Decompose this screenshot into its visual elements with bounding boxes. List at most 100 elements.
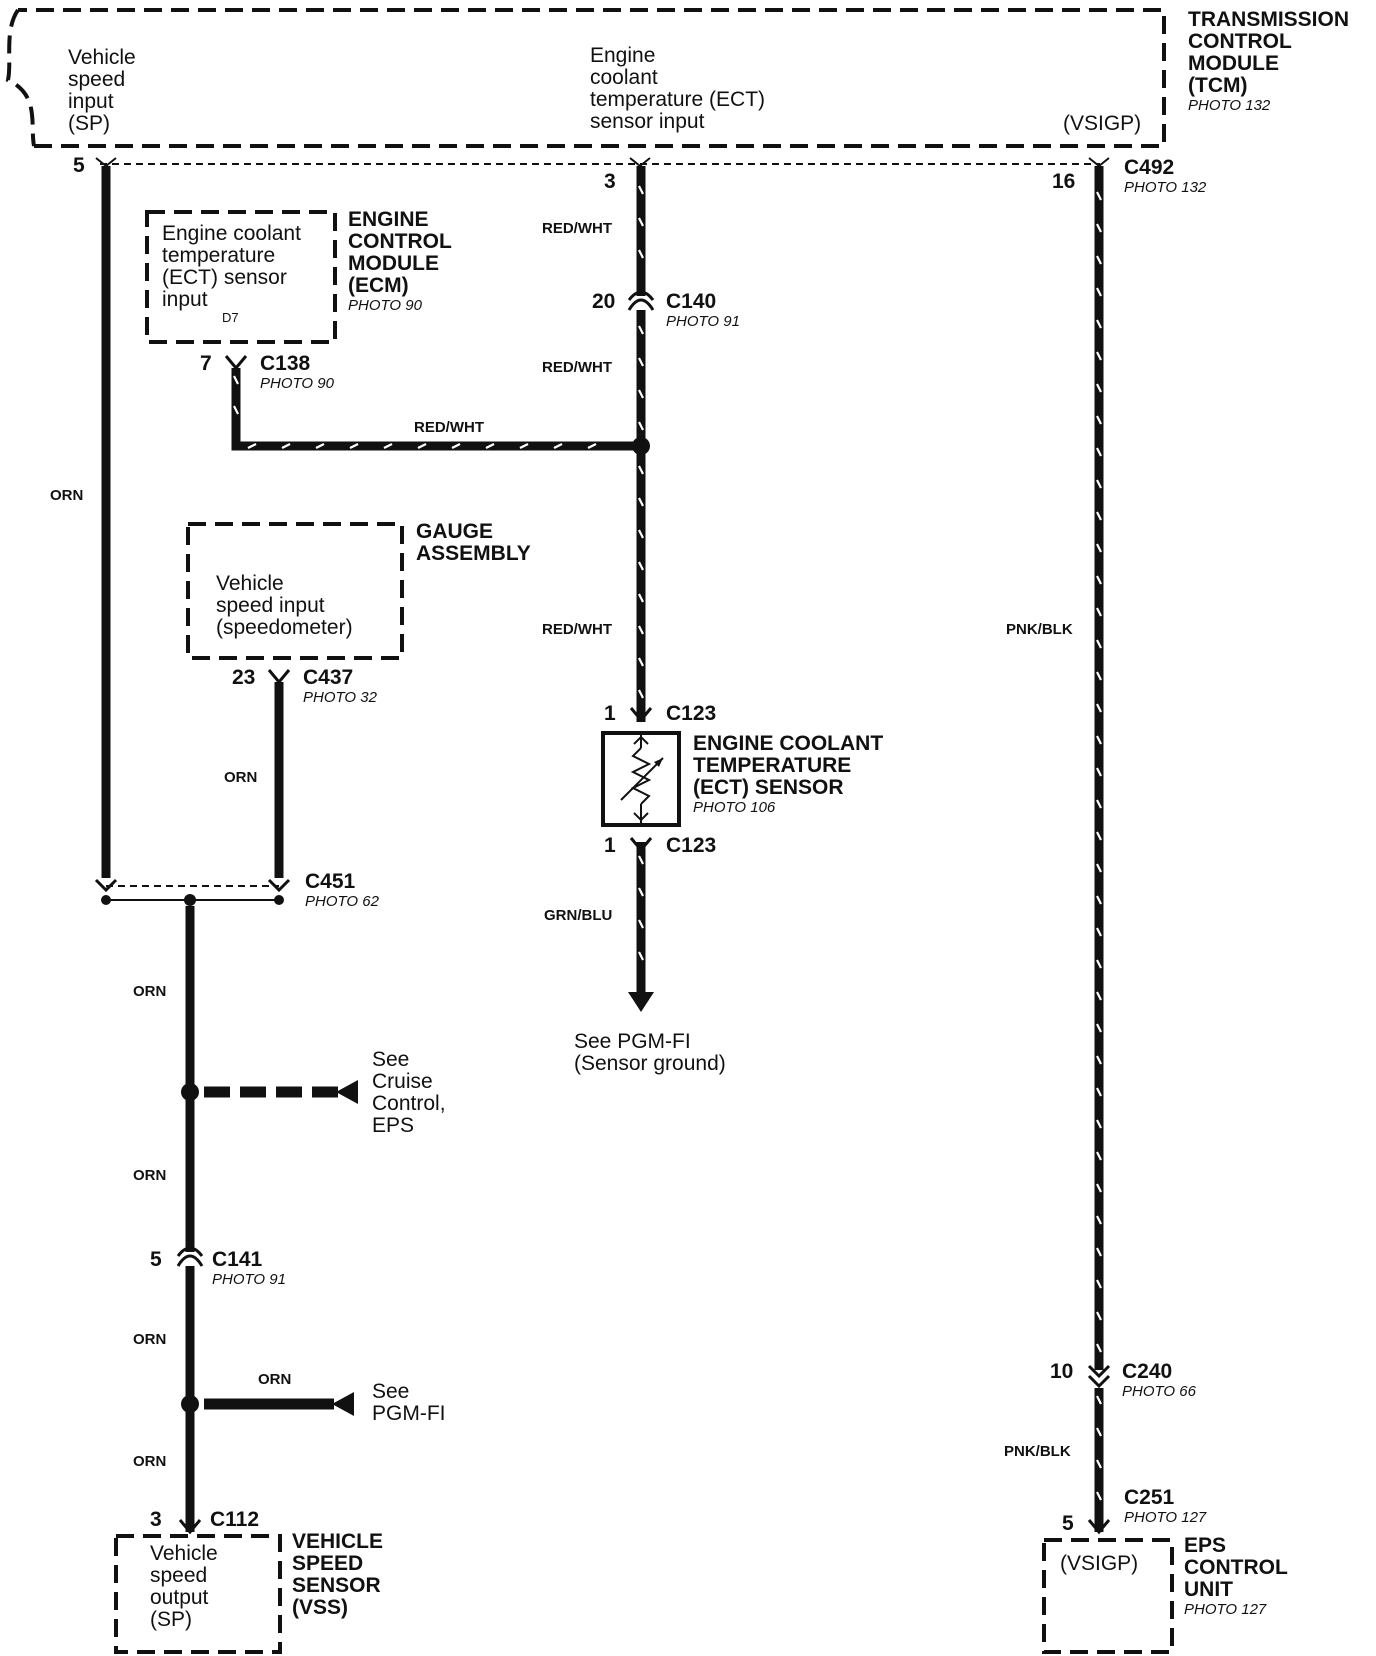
wire-label-orn-1: ORN	[133, 983, 166, 1000]
tcm-title-4: (TCM)	[1188, 74, 1247, 97]
wire-hatch	[1096, 319, 1102, 329]
c251-pin: 5	[1062, 1512, 1074, 1535]
wire-hatch	[638, 951, 644, 961]
wire-hatch	[1096, 895, 1102, 905]
tcm-sp-input-2: speed	[68, 68, 125, 91]
wire-hatch	[1096, 255, 1102, 265]
svg-text:Engine coolant temperatu: Engine coolant temperature (ECT) sensor …	[162, 222, 307, 311]
gauge-title-1: GAUGE	[416, 520, 493, 543]
c141-name: C141	[212, 1248, 263, 1271]
wire-hatch	[1096, 1491, 1102, 1501]
pgmfi-ground-1: See PGM-FI	[574, 1030, 691, 1053]
wire-hatch	[638, 217, 644, 227]
cruise-ref-3: Control,	[372, 1092, 446, 1115]
wire-hatch	[638, 855, 644, 865]
wire-hatch	[638, 625, 644, 635]
eps-vsigp: (VSIGP)	[1060, 1552, 1138, 1575]
wire-hatch	[553, 443, 563, 449]
tcm-title-1: TRANSMISSION	[1188, 8, 1349, 31]
connector-c240: 10 C240 PHOTO 66	[1050, 1360, 1197, 1400]
wire-hatch	[638, 389, 644, 399]
wire-label-red-wht-ecm: RED/WHT	[414, 419, 484, 436]
pgmfi-ref-1: See	[372, 1380, 409, 1403]
tcm-ect-input-4: sensor input	[590, 110, 705, 133]
connector-c437: 23 C437 PHOTO 32	[232, 666, 378, 706]
eps-title-3: UNIT	[1184, 1578, 1233, 1601]
tcm-sp-input-4: (SP)	[68, 112, 110, 135]
svg-text:VEHICLE SPEED SENS: VEHICLE SPEED SENSOR (VSS)	[292, 1530, 389, 1619]
c251-photo: PHOTO 127	[1124, 1509, 1207, 1526]
wire-hatch	[349, 443, 359, 449]
tcm-vsigp: (VSIGP)	[1063, 112, 1141, 135]
tcm-title-2: CONTROL	[1188, 30, 1292, 53]
wire-hatch	[1096, 1087, 1102, 1097]
vss-output-2: speed	[150, 1564, 207, 1587]
pgmfi-ref-2: PGM-FI	[372, 1402, 446, 1425]
cruise-eps-branch: See Cruise Control, EPS	[181, 1048, 446, 1137]
wire-hatch	[1096, 1119, 1102, 1129]
connector-c251: 5 C251 PHOTO 127	[1062, 1486, 1207, 1535]
tcm-pin-sp: 5	[73, 154, 85, 177]
wire-hatch	[1096, 511, 1102, 521]
wire-label-orn-2: ORN	[133, 1167, 166, 1184]
wire-hatch	[247, 443, 257, 449]
wire-hatch	[1096, 223, 1102, 233]
wire-hatch	[638, 689, 644, 699]
c451-photo: PHOTO 62	[305, 893, 380, 910]
wire-hatch	[519, 443, 529, 449]
eps-control-unit: (VSIGP) EPS CONTROL UNIT PHOTO 127	[1042, 1534, 1288, 1654]
tcm-sp-input-3: input	[68, 90, 114, 113]
thermistor-icon	[630, 747, 652, 805]
wire-hatch	[1096, 575, 1102, 585]
c138-pin: 7	[200, 352, 212, 375]
ecm-input-2: temperature	[162, 244, 275, 267]
c492-photo: PHOTO 132	[1124, 179, 1207, 196]
tcm-title-3: MODULE	[1188, 52, 1279, 75]
svg-text:Engine coolant tem: Engine coolant temperature (ECT) sensor …	[590, 44, 771, 133]
wire-hatch	[1096, 799, 1102, 809]
svg-text:ENGINE COOLANT TEMPERATU: ENGINE COOLANT TEMPERATURE (ECT) SENSOR	[693, 732, 889, 799]
wire-hatch	[638, 249, 644, 259]
wire-hatch	[638, 357, 644, 367]
wire-hatch	[1096, 415, 1102, 425]
wire-hatch	[1096, 1459, 1102, 1469]
wire-hatch	[1096, 927, 1102, 937]
ground-arrow-icon	[628, 992, 654, 1012]
wire-hatch	[638, 593, 644, 603]
wire-hatch	[638, 497, 644, 507]
wire-hatch	[1096, 1023, 1102, 1033]
ecm-photo: PHOTO 90	[348, 297, 423, 314]
c492-name: C492	[1124, 156, 1174, 179]
wire-label-orn-gauge: ORN	[224, 769, 257, 786]
wire-hatch	[1096, 1151, 1102, 1161]
ecm-title-4: (ECM)	[348, 274, 409, 297]
ect-photo: PHOTO 106	[693, 799, 776, 816]
wire-hatch	[1096, 1183, 1102, 1193]
pgmfi-branch: ORN See PGM-FI	[181, 1371, 446, 1425]
wire-hatch	[587, 443, 597, 449]
vss-title-2: SPEED	[292, 1552, 363, 1575]
connector-c112: 3 C112	[150, 1508, 259, 1535]
wire-label-pnk-blk-1: PNK/BLK	[1006, 621, 1073, 638]
c251-name: C251	[1124, 1486, 1175, 1509]
svg-text:See PGM-FI (Sensor ground): See PGM-FI (Sensor ground)	[574, 1030, 726, 1075]
tcm-photo: PHOTO 132	[1188, 97, 1271, 114]
ect-title-3: (ECT) SENSOR	[693, 776, 844, 799]
wire-hatch	[1096, 1343, 1102, 1353]
wire-hatch	[1096, 607, 1102, 617]
ect-connector-bottom: C123	[666, 834, 716, 857]
wire-hatch	[638, 421, 644, 431]
tcm-module: TRANSMISSION CONTROL MODULE (TCM) PHOTO …	[5, 8, 1349, 193]
wire-label-orn-left: ORN	[50, 487, 83, 504]
svg-text:GAUGE ASSEMBLY: GAUGE ASSEMBLY	[416, 520, 531, 565]
wire-hatch	[1096, 959, 1102, 969]
c451-name: C451	[305, 870, 356, 893]
c112-name: C112	[210, 1508, 259, 1531]
vss-title-3: SENSOR	[292, 1574, 381, 1597]
wire-hatch	[233, 375, 239, 385]
wire-hatch	[1096, 671, 1102, 681]
tcm-ect-input-2: coolant	[590, 66, 658, 89]
wire-hatch	[638, 465, 644, 475]
ect-connector-top: C123	[666, 702, 716, 725]
wire-hatch	[638, 919, 644, 929]
